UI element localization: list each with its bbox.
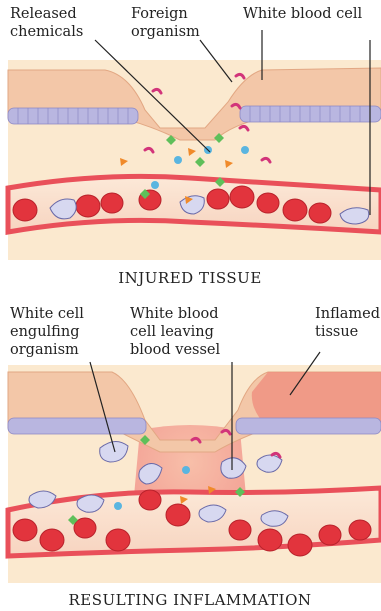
label-white-cell-engulfing-1: White cell: [10, 306, 84, 322]
red-blood-cell-icon: [309, 203, 331, 223]
red-blood-cell-icon: [319, 525, 341, 545]
red-blood-cell-icon: [166, 504, 190, 526]
chemical-icon: [241, 146, 249, 154]
red-blood-cell-icon: [258, 529, 282, 551]
label-foreign-organism-2: organism: [131, 24, 200, 40]
inflammation-panel: White cell engulfing organism White bloo…: [8, 306, 381, 609]
label-white-cell-engulfing-3: organism: [10, 342, 79, 358]
chemical-icon: [182, 466, 190, 474]
red-blood-cell-icon: [230, 186, 254, 208]
label-inflamed-tissue-1: Inflamed: [315, 306, 380, 322]
red-blood-cell-icon: [283, 199, 307, 221]
label-released-chemicals-2: chemicals: [10, 24, 83, 40]
red-blood-cell-icon: [40, 529, 64, 551]
red-blood-cell-icon: [74, 518, 96, 538]
label-white-cell-leaving-1: White blood: [130, 306, 219, 322]
red-blood-cell-icon: [13, 199, 37, 221]
label-white-cell-leaving-2: cell leaving: [130, 324, 214, 340]
red-blood-cell-icon: [76, 195, 100, 217]
red-blood-cell-icon: [349, 520, 371, 540]
red-blood-cell-icon: [257, 193, 279, 213]
label-white-cell-leaving-3: blood vessel: [130, 342, 221, 358]
chemical-icon: [174, 156, 182, 164]
label-white-blood-cell: White blood cell: [243, 6, 363, 22]
red-blood-cell-icon: [207, 189, 229, 209]
label-white-cell-engulfing-2: engulfing: [10, 324, 79, 340]
red-blood-cell-icon: [101, 193, 123, 213]
label-foreign-organism-1: Foreign: [131, 6, 188, 22]
blood-vessel-inflamed: [8, 488, 381, 556]
red-blood-cell-icon: [13, 519, 37, 541]
red-blood-cell-icon: [139, 490, 161, 510]
label-inflamed-tissue-2: tissue: [315, 324, 358, 340]
label-released-chemicals-1: Released: [10, 6, 77, 22]
chemical-icon: [151, 181, 159, 189]
red-blood-cell-icon: [229, 520, 251, 540]
caption-resulting-inflammation: RESULTING INFLAMMATION: [68, 591, 311, 609]
red-blood-cell-icon: [288, 534, 312, 556]
chemical-icon: [114, 502, 122, 510]
red-blood-cell-icon: [106, 529, 130, 551]
injured-tissue-panel: Released chemicals Foreign organism Whit…: [8, 6, 381, 287]
caption-injured-tissue: INJURED TISSUE: [118, 269, 262, 287]
